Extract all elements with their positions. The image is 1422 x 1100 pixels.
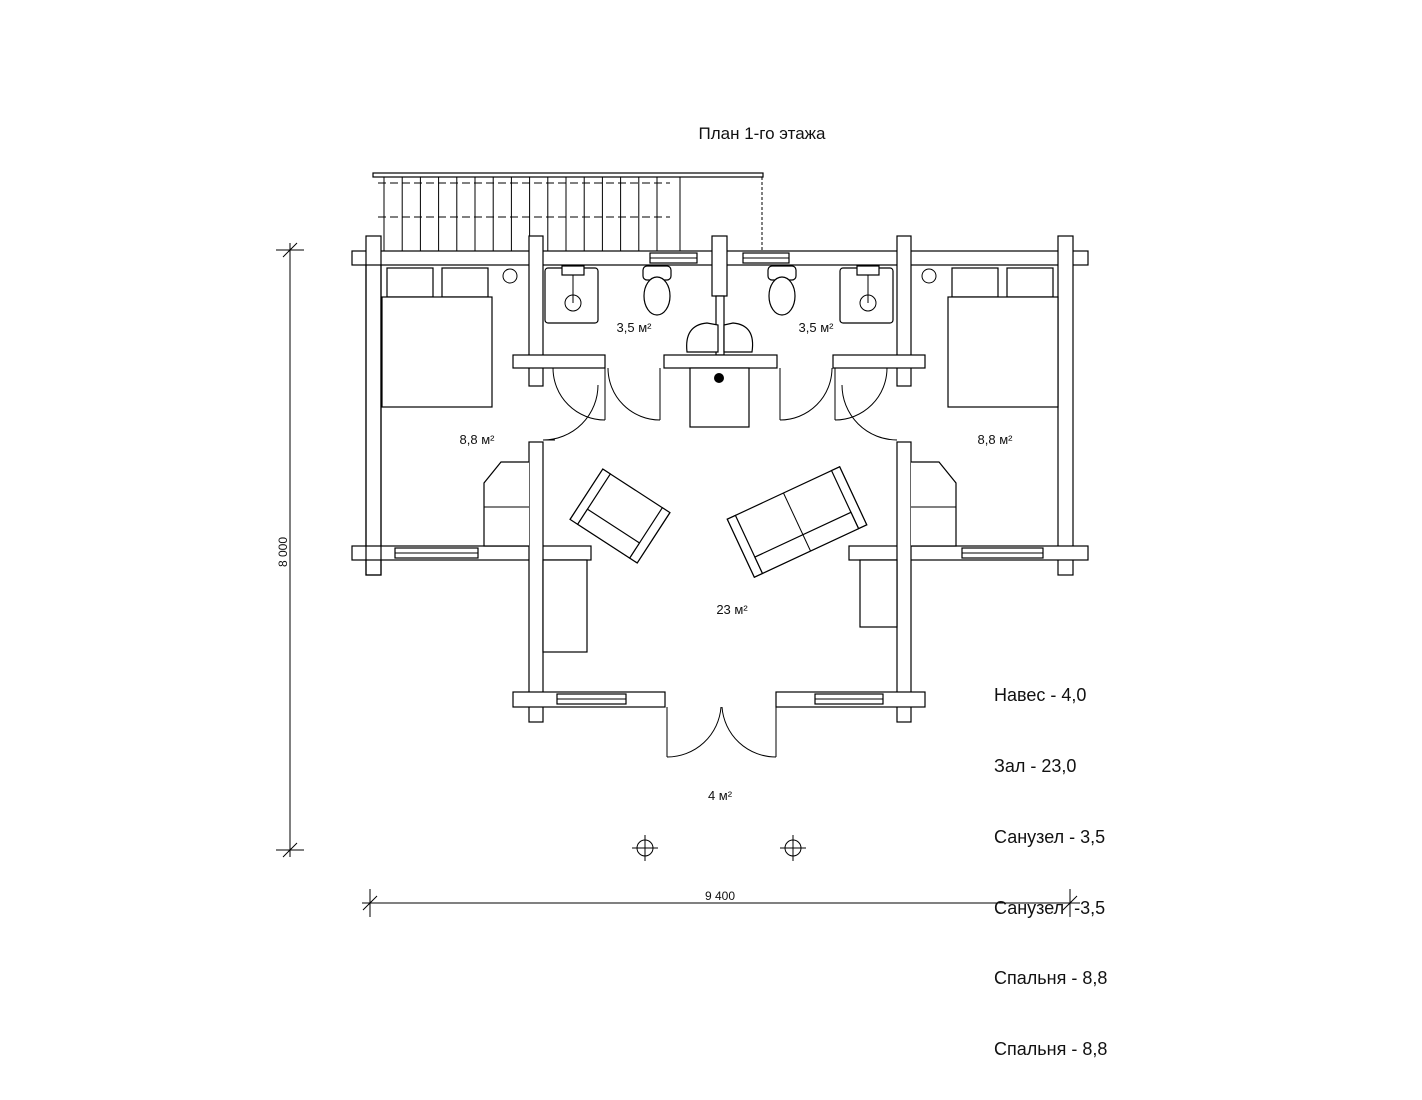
width-dimension-label: 9 400 (705, 889, 735, 903)
toilet-right (767, 265, 797, 316)
legend-item: Санузел - 3,5 (994, 826, 1106, 847)
dimension-height: 8 000 (276, 242, 304, 858)
bedroom-left-area: 8,8 м² (460, 432, 496, 447)
wardrobe-right (911, 461, 957, 547)
legend-item: Санузел -3,5 (994, 897, 1106, 918)
cabinet-right (859, 559, 898, 628)
doors (542, 367, 898, 758)
legend-item: Спальня - 8,8 (994, 968, 1108, 989)
area-legend: Навес - 4,0 Зал - 23,0 Санузел - 3,5 Сан… (994, 637, 1107, 1085)
furniture (381, 265, 1059, 653)
sofa (726, 465, 868, 579)
boiler (714, 373, 724, 383)
canopy-columns (632, 835, 806, 861)
shower-left (544, 265, 599, 324)
canopy-area: 4 м² (708, 788, 733, 803)
bed-right (947, 267, 1059, 408)
shower-right (839, 265, 894, 324)
bed-left (381, 267, 493, 408)
toilet-left (642, 265, 672, 316)
bathroom-left-area: 3,5 м² (617, 320, 653, 335)
height-dimension-label: 8 000 (276, 537, 290, 567)
bathroom-right-area: 3,5 м² (799, 320, 835, 335)
sinks (686, 322, 754, 353)
bedroom-right-area: 8,8 м² (978, 432, 1014, 447)
legend-item: Навес - 4,0 (994, 685, 1087, 706)
terrace-railing (372, 172, 764, 251)
hall-area: 23 м² (716, 602, 748, 617)
wardrobe-left (483, 461, 529, 547)
windows (394, 252, 1044, 705)
lamp-right (921, 268, 937, 284)
legend-item: Зал - 23,0 (994, 755, 1077, 776)
legend-item: Спальня - 8,8 (994, 1039, 1108, 1060)
armchair (569, 468, 671, 564)
lamp-left (502, 268, 518, 284)
cabinet-left (542, 559, 588, 653)
plan-title: План 1-го этажа (698, 124, 826, 143)
walls (351, 235, 1089, 723)
dimension-width: 9 400 (362, 889, 1080, 917)
